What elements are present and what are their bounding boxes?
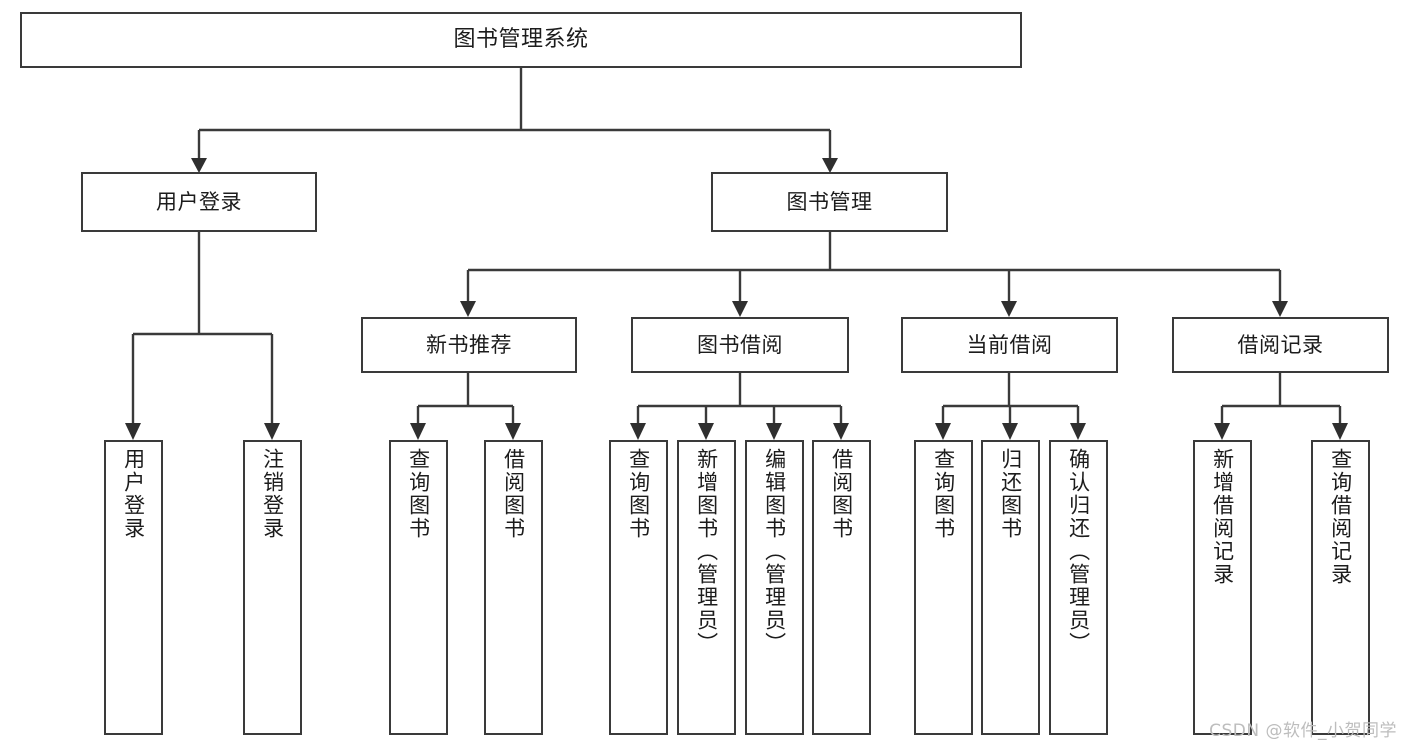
leaf-query-book-borrow[interactable]: 查询图书 bbox=[609, 440, 668, 735]
node-new-book-recommend[interactable]: 新书推荐 bbox=[361, 317, 577, 373]
arrow-leaf-edit-book bbox=[766, 423, 782, 440]
leaf-edit-book-admin[interactable]: 编辑图书（管理员） bbox=[745, 440, 804, 735]
node-label: 查询图书 bbox=[626, 448, 651, 540]
node-label: 新书推荐 bbox=[426, 332, 512, 357]
node-label: 借阅图书 bbox=[501, 448, 526, 540]
arrow-to-new-book-recommend bbox=[460, 301, 476, 317]
arrow-leaf-query-book-1 bbox=[410, 423, 426, 440]
arrow-leaf-return-book bbox=[1002, 423, 1018, 440]
node-current-borrow[interactable]: 当前借阅 bbox=[901, 317, 1118, 373]
arrow-to-current-borrow bbox=[1001, 301, 1017, 317]
node-root-book-management-system[interactable]: 图书管理系统 bbox=[20, 12, 1022, 68]
arrow-leaf-confirm-return bbox=[1070, 423, 1086, 440]
node-label: 用户登录 bbox=[156, 189, 242, 214]
node-label: 确认归还（管理员） bbox=[1066, 448, 1091, 655]
leaf-add-book-admin[interactable]: 新增图书（管理员） bbox=[677, 440, 736, 735]
leaf-user-login[interactable]: 用户登录 bbox=[104, 440, 163, 735]
arrow-leaf-borrow-book-2 bbox=[833, 423, 849, 440]
arrow-to-book-borrow bbox=[732, 301, 748, 317]
node-label: 新增图书（管理员） bbox=[694, 448, 719, 655]
csdn-watermark: CSDN @软件_小贺同学 bbox=[1209, 721, 1397, 741]
arrow-leaf-add-book bbox=[698, 423, 714, 440]
arrow-to-user-login bbox=[191, 158, 207, 173]
node-label: 当前借阅 bbox=[966, 332, 1053, 357]
leaf-query-book-recommend[interactable]: 查询图书 bbox=[389, 440, 448, 735]
node-label: 归还图书 bbox=[998, 448, 1023, 540]
arrow-leaf-borrow-book-1 bbox=[505, 423, 521, 440]
leaf-query-borrow-record[interactable]: 查询借阅记录 bbox=[1311, 440, 1370, 735]
arrow-leaf-add-record bbox=[1214, 423, 1230, 440]
node-label: 图书借阅 bbox=[697, 332, 783, 357]
arrow-leaf-query-book-3 bbox=[935, 423, 951, 440]
leaf-confirm-return-admin[interactable]: 确认归还（管理员） bbox=[1049, 440, 1108, 735]
arrow-leaf-query-record bbox=[1332, 423, 1348, 440]
node-label: 查询借阅记录 bbox=[1328, 448, 1353, 586]
leaf-add-borrow-record[interactable]: 新增借阅记录 bbox=[1193, 440, 1252, 735]
node-label: 编辑图书（管理员） bbox=[762, 448, 787, 655]
leaf-logout[interactable]: 注销登录 bbox=[243, 440, 302, 735]
node-label: 图书管理系统 bbox=[453, 27, 589, 53]
node-label: 用户登录 bbox=[121, 448, 146, 540]
node-borrow-record[interactable]: 借阅记录 bbox=[1172, 317, 1389, 373]
arrow-to-borrow-record bbox=[1272, 301, 1288, 317]
node-label: 图书管理 bbox=[786, 189, 873, 214]
node-book-borrow[interactable]: 图书借阅 bbox=[631, 317, 849, 373]
node-label: 查询图书 bbox=[931, 448, 956, 540]
leaf-borrow-book-recommend[interactable]: 借阅图书 bbox=[484, 440, 543, 735]
leaf-borrow-book[interactable]: 借阅图书 bbox=[812, 440, 871, 735]
node-label: 借阅记录 bbox=[1237, 332, 1324, 357]
arrow-to-book-management bbox=[822, 158, 838, 173]
leaf-query-book-current[interactable]: 查询图书 bbox=[914, 440, 973, 735]
node-label: 新增借阅记录 bbox=[1210, 448, 1235, 586]
node-user-login[interactable]: 用户登录 bbox=[81, 172, 317, 232]
node-label: 注销登录 bbox=[260, 448, 285, 540]
leaf-return-book[interactable]: 归还图书 bbox=[981, 440, 1040, 735]
arrow-leaf-logout bbox=[264, 423, 280, 440]
node-label: 查询图书 bbox=[406, 448, 431, 540]
arrow-leaf-user-login bbox=[125, 423, 141, 440]
arrow-leaf-query-book-2 bbox=[630, 423, 646, 440]
node-book-management[interactable]: 图书管理 bbox=[711, 172, 948, 232]
node-label: 借阅图书 bbox=[829, 448, 854, 540]
